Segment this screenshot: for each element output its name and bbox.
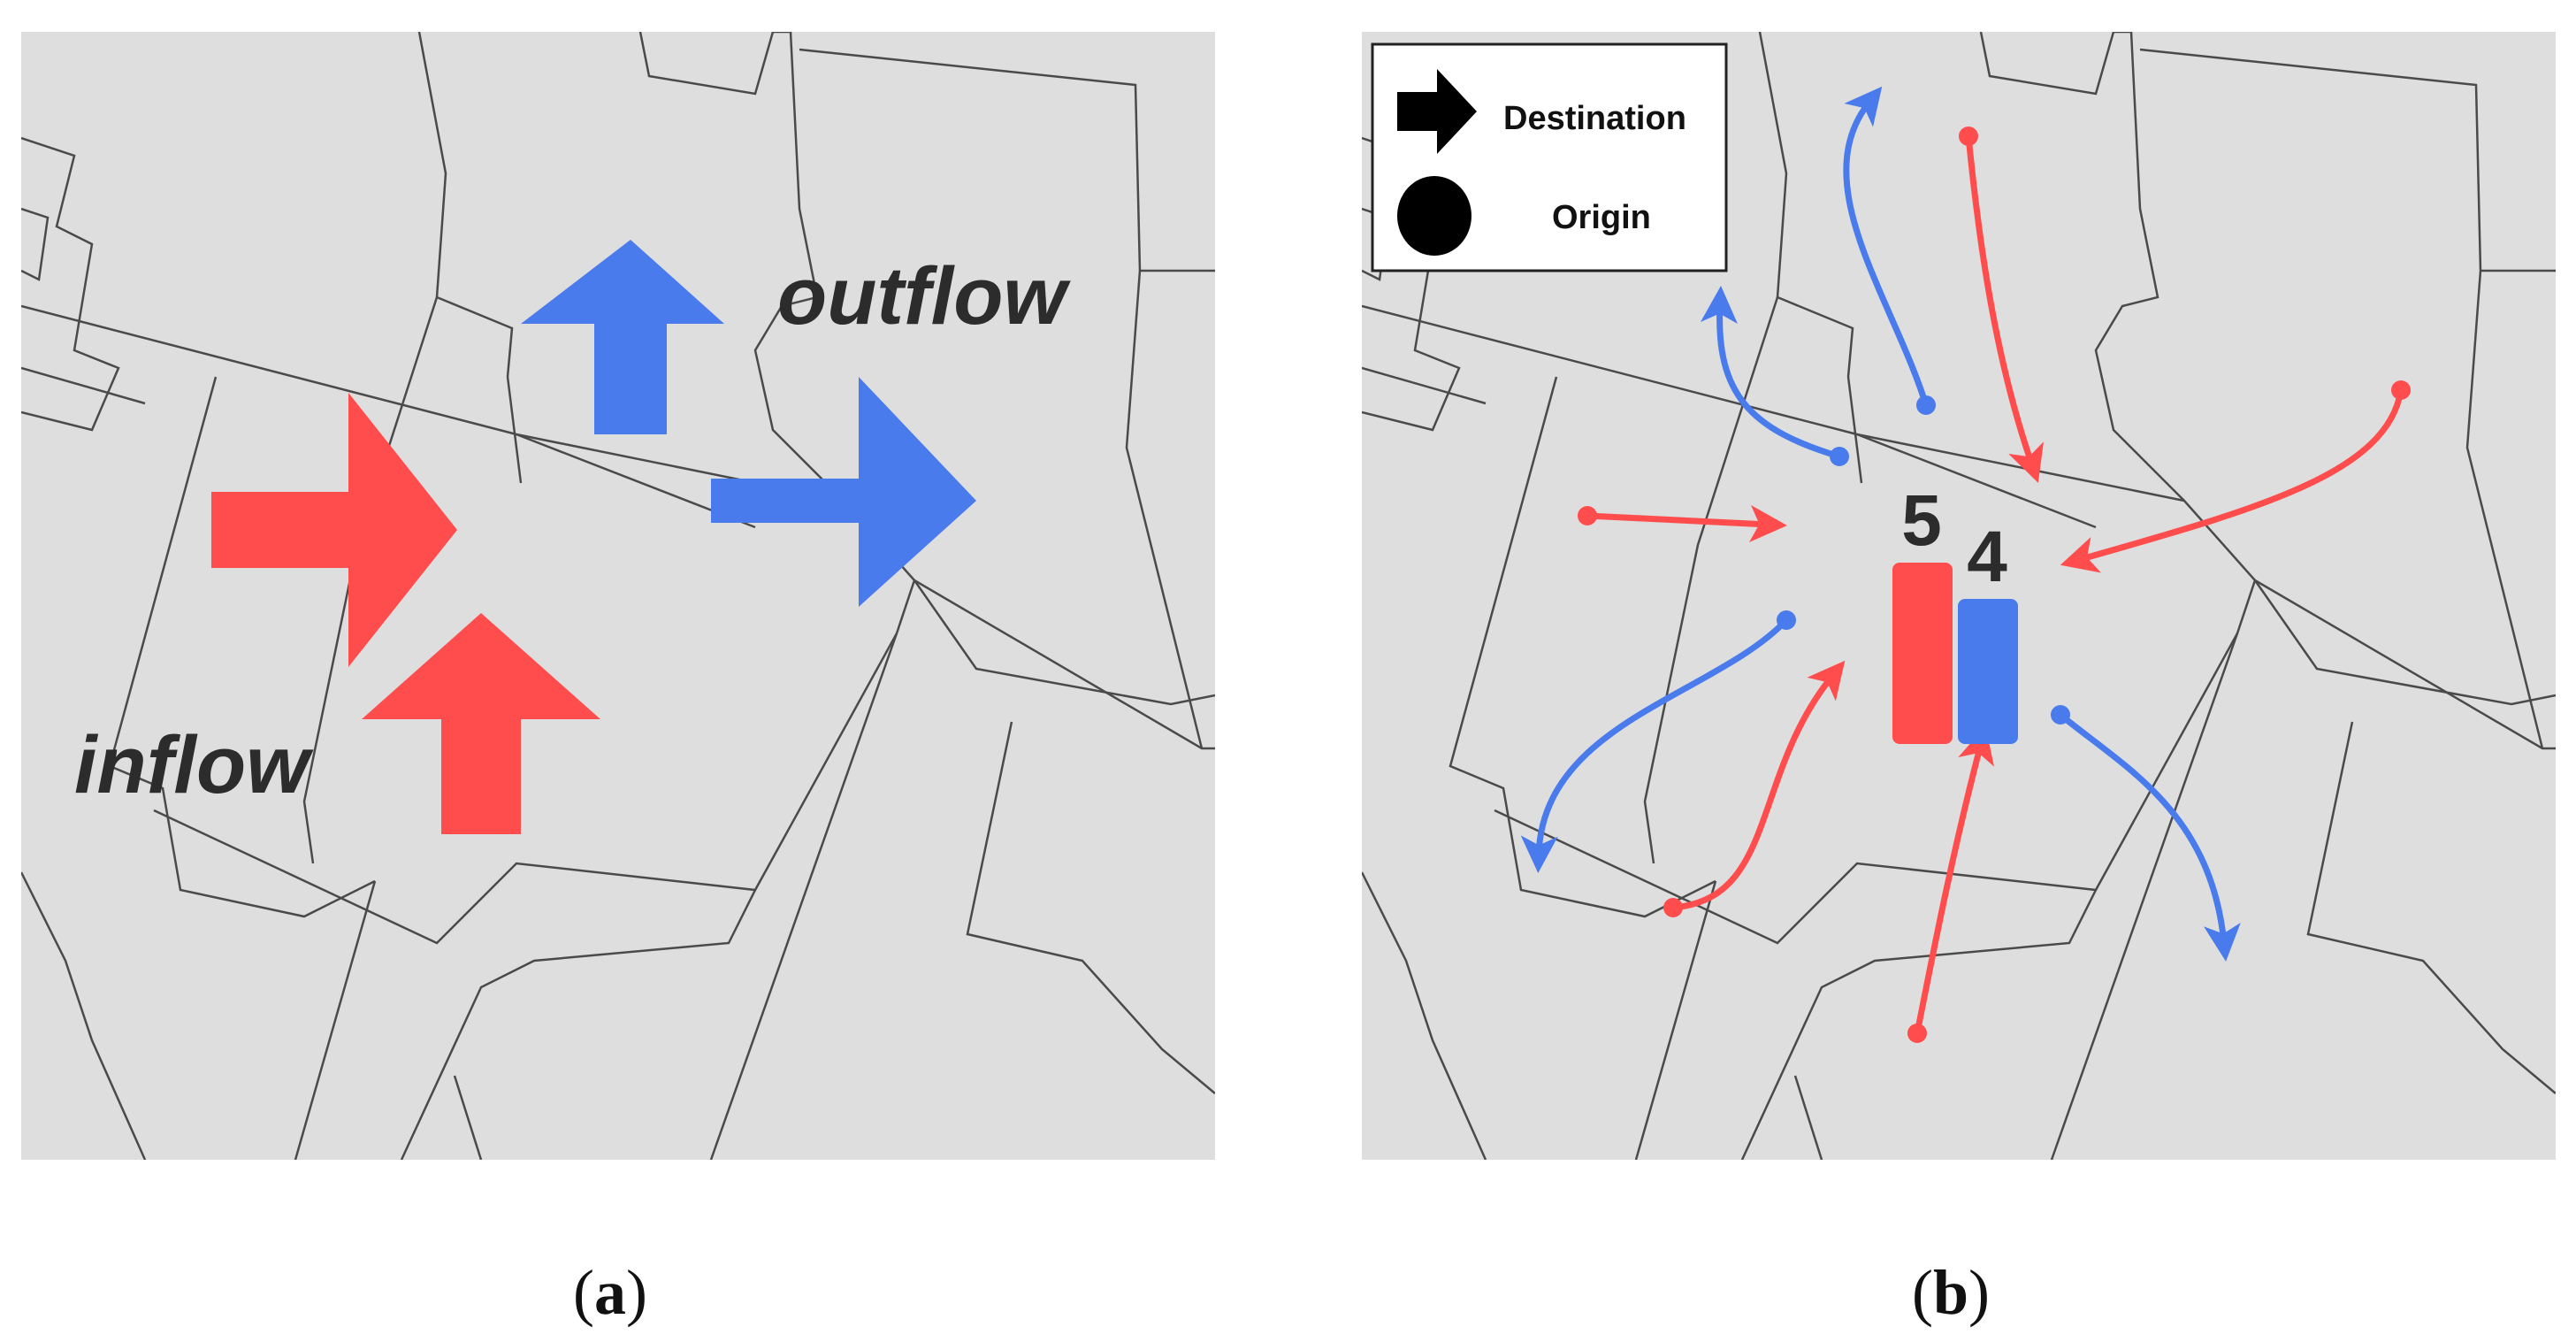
inflow-flow xyxy=(1959,127,2044,483)
caption-a: (a) xyxy=(573,1257,647,1328)
origin-dot-icon xyxy=(1959,127,1978,146)
origin-dot-icon xyxy=(2051,705,2070,725)
caption-b-letter: b xyxy=(1932,1257,1969,1328)
inflow-flow xyxy=(2060,380,2411,573)
outflow-arrow-up-icon xyxy=(521,240,724,434)
panel-a: inflow outflow xyxy=(21,32,1215,1160)
panel-a-map: inflow outflow xyxy=(21,32,1215,1160)
origin-dot-icon xyxy=(1777,610,1796,630)
panel-b: 5 4 Destination Origin xyxy=(1362,32,2556,1160)
outflow-flow xyxy=(2051,705,2241,962)
inflow-count-label: 5 xyxy=(1901,480,1942,561)
outflow-flow xyxy=(1843,86,1936,415)
origin-dot-icon xyxy=(1663,898,1683,917)
origin-dot-icon xyxy=(1578,506,1597,525)
outflow-flow xyxy=(1701,286,1849,466)
outflow-count-label: 4 xyxy=(1967,517,2007,597)
outflow-flows xyxy=(1520,86,2241,962)
map-background xyxy=(21,32,1215,1160)
panel-b-map: 5 4 Destination Origin xyxy=(1362,32,2556,1160)
inflow-flows xyxy=(1578,127,2411,1043)
outflow-flow xyxy=(1520,610,1796,873)
legend-origin-label: Origin xyxy=(1552,199,1651,236)
outflow-count-bar xyxy=(1958,599,2018,744)
origin-dot-icon xyxy=(1916,395,1936,415)
origin-dot-icon xyxy=(2391,380,2411,400)
outflow-label: outflow xyxy=(777,251,1071,341)
inflow-flow xyxy=(1663,660,1846,917)
legend: Destination Origin xyxy=(1371,42,1728,272)
caption-a-letter: a xyxy=(593,1257,626,1328)
caption-b: (b) xyxy=(1912,1257,1991,1328)
inflow-label: inflow xyxy=(74,720,314,810)
origin-dot-icon xyxy=(1907,1024,1927,1043)
arrow-right-icon xyxy=(1397,69,1477,154)
inflow-count-bar xyxy=(1892,563,1953,744)
inflow-arrow-up-icon xyxy=(362,613,600,834)
inflow-arrow-right-icon xyxy=(211,393,457,667)
legend-destination-label: Destination xyxy=(1503,100,1686,137)
district-boundaries xyxy=(21,32,1215,1160)
origin-dot-icon xyxy=(1830,447,1849,466)
dot-icon xyxy=(1397,176,1471,256)
inflow-flow xyxy=(1578,505,1787,542)
inflow-flow xyxy=(1907,725,1995,1043)
outflow-arrow-right-icon xyxy=(711,377,976,607)
count-bars xyxy=(1892,563,2018,744)
district-boundaries xyxy=(1362,32,2556,1160)
